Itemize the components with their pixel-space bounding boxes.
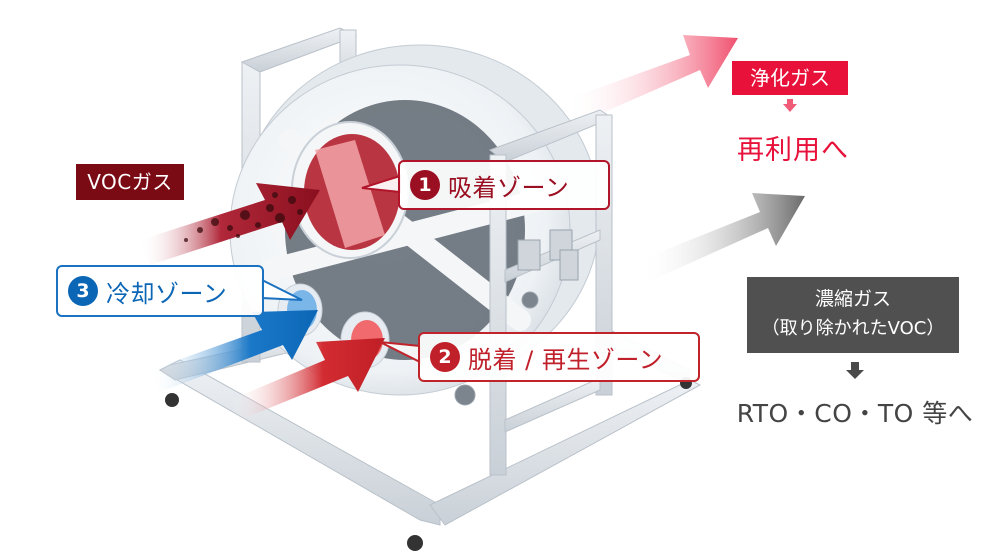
zone-label: 吸着ゾーン [448, 173, 570, 202]
zone-label: 脱着 / 再生ゾーン [468, 345, 664, 374]
down-arrow-icon [851, 362, 859, 370]
down-arrow-icon [783, 104, 797, 112]
cooling-zone-callout: 3 冷却ゾーン [56, 265, 264, 317]
adsorption-zone-callout: 1 吸着ゾーン [398, 160, 610, 210]
zone-label: 冷却ゾーン [106, 279, 228, 308]
concentrated-gas-title: 濃縮ガス [814, 288, 891, 310]
down-arrow-icon [787, 99, 793, 104]
down-arrow-icon [846, 370, 864, 379]
clean-gas-destination: 再利用へ [737, 135, 849, 166]
desorption-zone-callout: 2 脱着 / 再生ゾーン [418, 332, 700, 382]
zone-number-badge: 2 [430, 342, 460, 372]
concentrated-gas-destination: RTO・CO・TO 等へ [736, 399, 974, 428]
zone-number-badge: 3 [68, 276, 98, 306]
clean-gas-label: 浄化ガス [732, 61, 848, 95]
concentrated-gas-subtitle: （取り除かれたVOC） [761, 318, 945, 339]
voc-gas-label: VOCガス [76, 164, 184, 200]
zone-number-badge: 1 [410, 170, 440, 200]
concentrated-gas-label: 濃縮ガス （取り除かれたVOC） [747, 277, 959, 353]
